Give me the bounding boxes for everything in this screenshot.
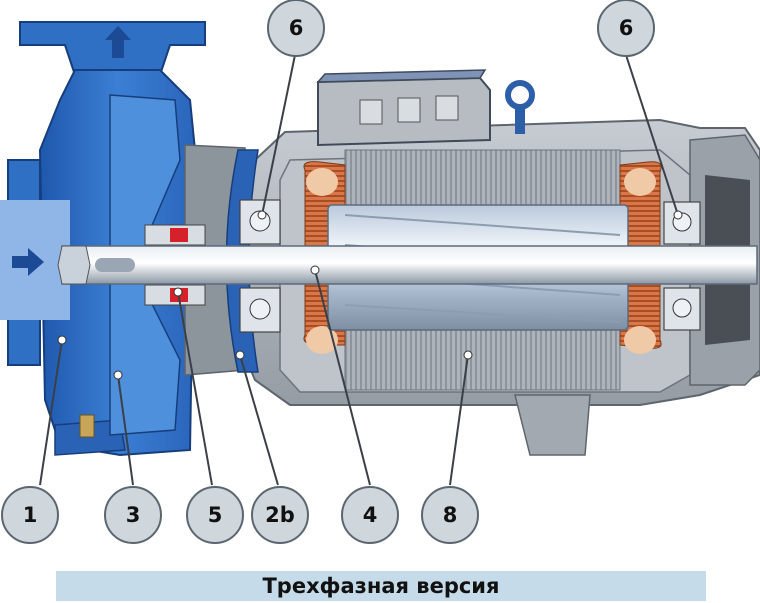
callout-3: 3 bbox=[104, 486, 162, 544]
bearing-front bbox=[239, 199, 281, 333]
leader-2b bbox=[239, 354, 279, 486]
callout-6-front-label: 6 bbox=[289, 16, 304, 40]
leader-dot bbox=[257, 210, 267, 220]
callout-5-label: 5 bbox=[208, 503, 223, 527]
leader-dots bbox=[57, 210, 683, 380]
leader-dot bbox=[235, 350, 245, 360]
caption-text: Трехфазная версия bbox=[262, 574, 500, 598]
leader-1 bbox=[39, 339, 63, 486]
callout-4-label: 4 bbox=[363, 503, 378, 527]
shaft bbox=[57, 245, 758, 285]
terminal-box bbox=[316, 69, 535, 147]
leader-5 bbox=[177, 291, 213, 486]
callout-8: 8 bbox=[421, 486, 479, 544]
callout-5: 5 bbox=[186, 486, 244, 544]
leader-3 bbox=[117, 374, 134, 486]
leader-dot bbox=[310, 265, 320, 275]
leader-dot bbox=[173, 287, 183, 297]
leader-lines bbox=[39, 54, 679, 486]
callout-4: 4 bbox=[341, 486, 399, 544]
callout-1-label: 1 bbox=[23, 503, 38, 527]
callout-2b-label: 2b bbox=[265, 503, 295, 527]
callout-6-rear: 6 bbox=[597, 0, 655, 57]
leader-dot bbox=[57, 335, 67, 345]
callout-6-front: 6 bbox=[267, 0, 325, 57]
leader-6-front bbox=[261, 54, 296, 216]
callout-1: 1 bbox=[1, 486, 59, 544]
mechanical-seal bbox=[144, 224, 206, 306]
leader-dot bbox=[113, 370, 123, 380]
caption-bar: Трехфазная версия bbox=[56, 571, 706, 601]
pump-casing bbox=[0, 21, 259, 457]
callout-8-label: 8 bbox=[443, 503, 458, 527]
callout-3-label: 3 bbox=[126, 503, 141, 527]
leader-6-rear bbox=[625, 54, 679, 216]
leader-4 bbox=[314, 269, 371, 486]
leader-dot bbox=[673, 210, 683, 220]
leader-8 bbox=[449, 354, 469, 486]
stator-core bbox=[344, 149, 621, 391]
callout-6-rear-label: 6 bbox=[619, 16, 634, 40]
callout-2b: 2b bbox=[251, 486, 309, 544]
leader-dot bbox=[463, 350, 473, 360]
